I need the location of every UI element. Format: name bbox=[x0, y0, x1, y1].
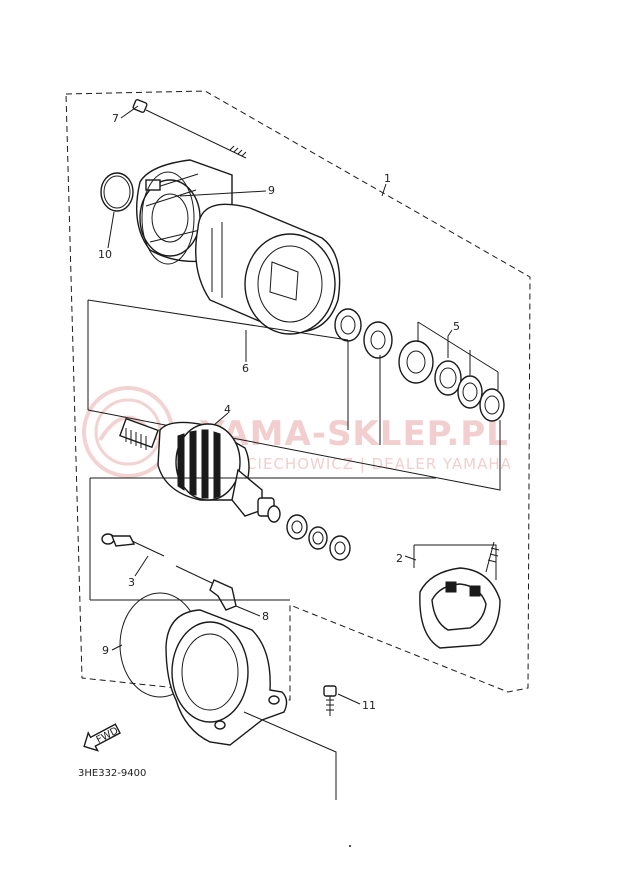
seal-ring-upper bbox=[141, 171, 195, 265]
callout-6: 6 bbox=[242, 362, 249, 375]
brush-holder bbox=[419, 541, 501, 649]
callout-9-upper: 9 bbox=[268, 184, 275, 197]
callout-9-lower: 9 bbox=[102, 644, 109, 657]
yoke-housing bbox=[195, 203, 341, 335]
watermark: YAMA-SKLEP.PL WOJCIECHOWICZ | DEALER YAM… bbox=[82, 386, 512, 478]
callout-2: 2 bbox=[396, 552, 403, 565]
assembly-boundary bbox=[65, 90, 531, 701]
fwd-label: FWD bbox=[95, 725, 121, 746]
terminal-lead-3 bbox=[101, 533, 165, 557]
o-ring-10 bbox=[100, 172, 134, 212]
callouts: 7 9 1 10 5 6 4 2 3 8 9 11 bbox=[98, 112, 460, 712]
part-2-bracket bbox=[413, 544, 497, 580]
long-bolt bbox=[132, 99, 247, 159]
callout-7: 7 bbox=[112, 112, 119, 125]
callout-10: 10 bbox=[98, 248, 112, 261]
leader-lines bbox=[107, 105, 453, 705]
rear-cover bbox=[165, 609, 288, 746]
bearing-bushing bbox=[334, 308, 362, 342]
watermark-sub-text: WOJCIECHOWICZ | DEALER YAMAHA bbox=[212, 455, 512, 473]
armature-washers bbox=[286, 514, 351, 561]
diagram-code: 3HE332-9400 bbox=[78, 768, 146, 779]
part-5-bracket bbox=[417, 321, 499, 390]
callout-11: 11 bbox=[362, 699, 376, 712]
callout-4: 4 bbox=[224, 403, 231, 416]
part-6-bracket bbox=[87, 299, 501, 491]
rear-cover-bracket bbox=[89, 477, 436, 800]
fwd-arrow-icon: FWD bbox=[83, 723, 121, 752]
spacer-washer bbox=[363, 321, 393, 359]
callout-8: 8 bbox=[262, 610, 269, 623]
screw-11 bbox=[323, 685, 337, 716]
page-mark bbox=[349, 845, 351, 847]
lead-wire-8 bbox=[175, 565, 237, 611]
shim-washers bbox=[398, 340, 505, 422]
watermark-main-text: YAMA-SKLEP.PL bbox=[199, 414, 509, 454]
callout-3: 3 bbox=[128, 576, 135, 589]
callout-5: 5 bbox=[453, 320, 460, 333]
callout-1: 1 bbox=[384, 172, 391, 185]
armature bbox=[119, 417, 281, 523]
